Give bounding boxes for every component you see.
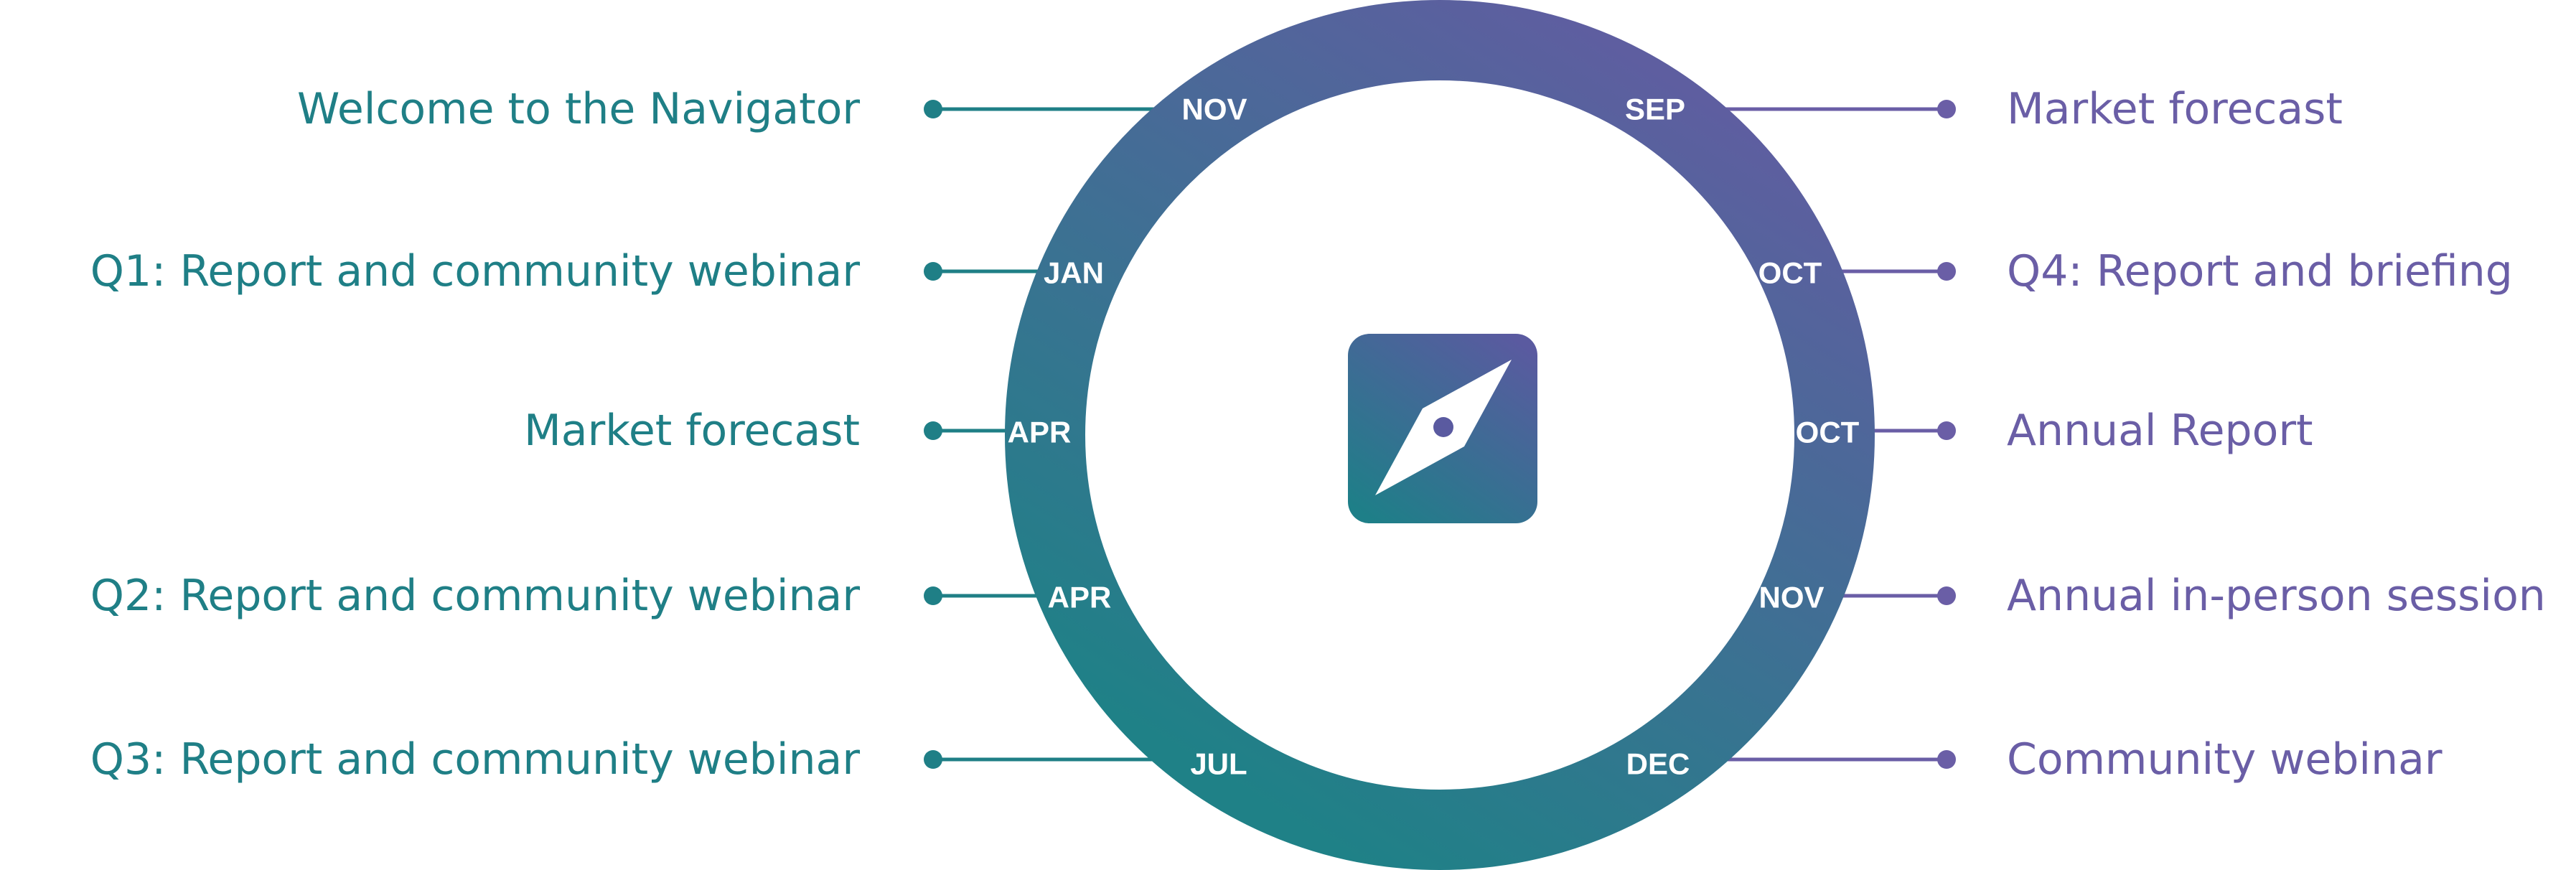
- left-month-label-3: APR: [1008, 416, 1072, 449]
- left-connector-dot-3: [924, 421, 942, 440]
- connector-lines: [924, 100, 1956, 769]
- right-connector-dot-1: [1937, 100, 1956, 118]
- left-month-label-5: JUL: [1190, 747, 1247, 781]
- right-month-label-4: NOV: [1758, 581, 1824, 614]
- left-month-label-2: JAN: [1044, 256, 1104, 290]
- left-connector-dot-1: [924, 100, 942, 118]
- left-event-label-3: Market forecast: [524, 406, 860, 456]
- left-month-label-1: NOV: [1181, 93, 1247, 126]
- month-labels: NOV JAN APR APR JUL SEP OCT OCT NOV DEC: [1008, 93, 1860, 781]
- compass-center-dot: [1433, 417, 1453, 437]
- left-event-label-4: Q2: Report and community webinar: [90, 571, 861, 621]
- left-connector-dot-2: [924, 262, 942, 281]
- right-event-label-1: Market forecast: [2007, 84, 2343, 134]
- right-month-label-5: DEC: [1626, 747, 1690, 781]
- right-month-label-1: SEP: [1625, 93, 1685, 126]
- timeline-ring: [1005, 0, 1875, 870]
- right-month-label-3: OCT: [1796, 416, 1860, 449]
- compass-icon: [1348, 334, 1537, 523]
- right-event-label-4: Annual in-person session: [2007, 571, 2546, 621]
- left-connector-dot-5: [924, 750, 942, 769]
- right-connector-dot-5: [1937, 750, 1956, 769]
- left-event-label-1: Welcome to the Navigator: [297, 84, 860, 134]
- right-connector-dot-2: [1937, 262, 1956, 281]
- left-event-label-5: Q3: Report and community webinar: [90, 734, 861, 785]
- right-connector-dot-4: [1937, 586, 1956, 605]
- right-event-label-2: Q4: Report and briefing: [2007, 246, 2513, 296]
- right-event-label-3: Annual Report: [2007, 406, 2313, 456]
- left-connector-dot-4: [924, 586, 942, 605]
- right-event-label-5: Community webinar: [2007, 734, 2442, 785]
- right-month-label-2: OCT: [1758, 256, 1822, 290]
- right-connector-dot-3: [1937, 421, 1956, 440]
- left-event-label-2: Q1: Report and community webinar: [90, 246, 861, 296]
- left-month-label-4: APR: [1048, 581, 1112, 614]
